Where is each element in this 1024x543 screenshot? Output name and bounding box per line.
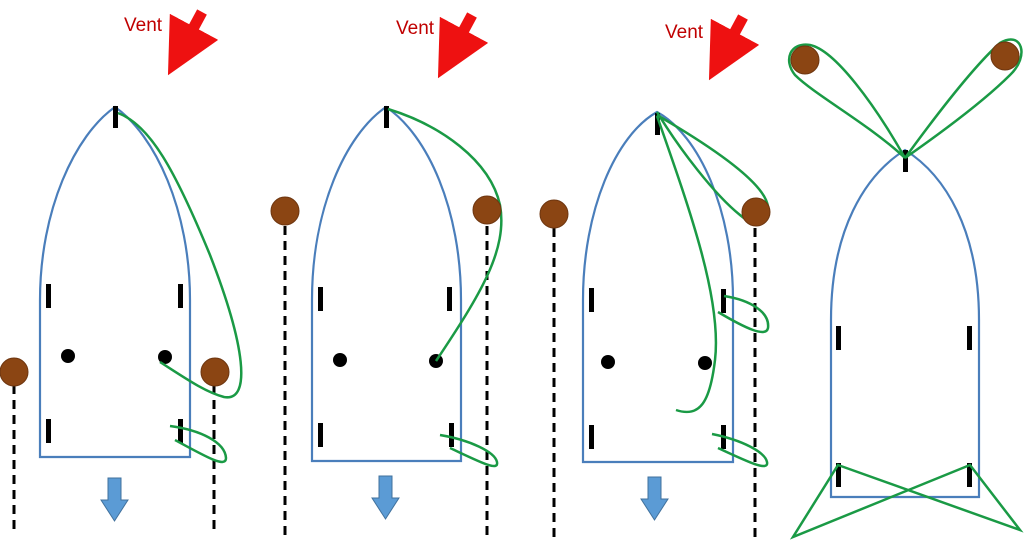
winch: [158, 350, 172, 364]
cleat: [836, 463, 841, 487]
cleat: [589, 425, 594, 449]
mooring-line: [789, 463, 1024, 540]
cleat: [447, 287, 452, 311]
bollard-icon: [741, 197, 771, 227]
wind-direction-arrow-icon: [167, 9, 219, 76]
cleat: [967, 463, 972, 487]
down-arrow-icon: [100, 477, 129, 522]
wind-direction-arrow-icon: [437, 12, 489, 79]
mooring-line: [903, 38, 1023, 160]
cleat: [384, 106, 389, 128]
wind-label: Vent: [665, 22, 704, 43]
cleat: [589, 288, 594, 312]
cleat: [46, 284, 51, 308]
winch: [61, 349, 75, 363]
winch: [601, 355, 615, 369]
panel-1: Vent: [0, 9, 243, 532]
cleat: [836, 326, 841, 350]
mooring-line: [117, 111, 243, 399]
cleat: [449, 423, 454, 447]
boat-hull: [38, 105, 192, 459]
bollard-icon: [990, 41, 1020, 71]
mooring-line: [169, 424, 228, 464]
mooring-line: [711, 432, 769, 468]
panel-4: [787, 38, 1024, 540]
bollard-icon: [200, 357, 230, 387]
boat-hull: [310, 105, 463, 463]
cleat: [967, 326, 972, 350]
cleat: [178, 419, 183, 443]
mooring-line: [655, 115, 718, 414]
down-arrow-icon: [640, 476, 669, 521]
bollard-icon: [270, 196, 300, 226]
cleat: [655, 113, 660, 135]
mooring-line: [717, 294, 770, 334]
cleat: [46, 419, 51, 443]
cleat: [318, 423, 323, 447]
cleat: [113, 106, 118, 128]
winch: [698, 356, 712, 370]
wind-label: Vent: [396, 18, 435, 39]
mooring-line: [387, 107, 503, 362]
down-arrow-icon: [371, 475, 400, 520]
cleat: [178, 284, 183, 308]
wind-label: Vent: [124, 15, 163, 36]
panel-3: Vent: [539, 14, 771, 540]
bollard-icon: [0, 357, 29, 387]
bollard-icon: [472, 195, 502, 225]
cleat: [903, 150, 908, 172]
mooring-line: [787, 43, 907, 159]
cleat: [721, 289, 726, 313]
mooring-line: [439, 433, 499, 468]
panel-2: Vent: [270, 12, 503, 536]
bollard-icon: [790, 45, 820, 75]
boat-hull: [829, 148, 981, 499]
cleat: [318, 287, 323, 311]
bollard-icon: [539, 199, 569, 229]
wind-direction-arrow-icon: [708, 14, 760, 81]
winch: [333, 353, 347, 367]
